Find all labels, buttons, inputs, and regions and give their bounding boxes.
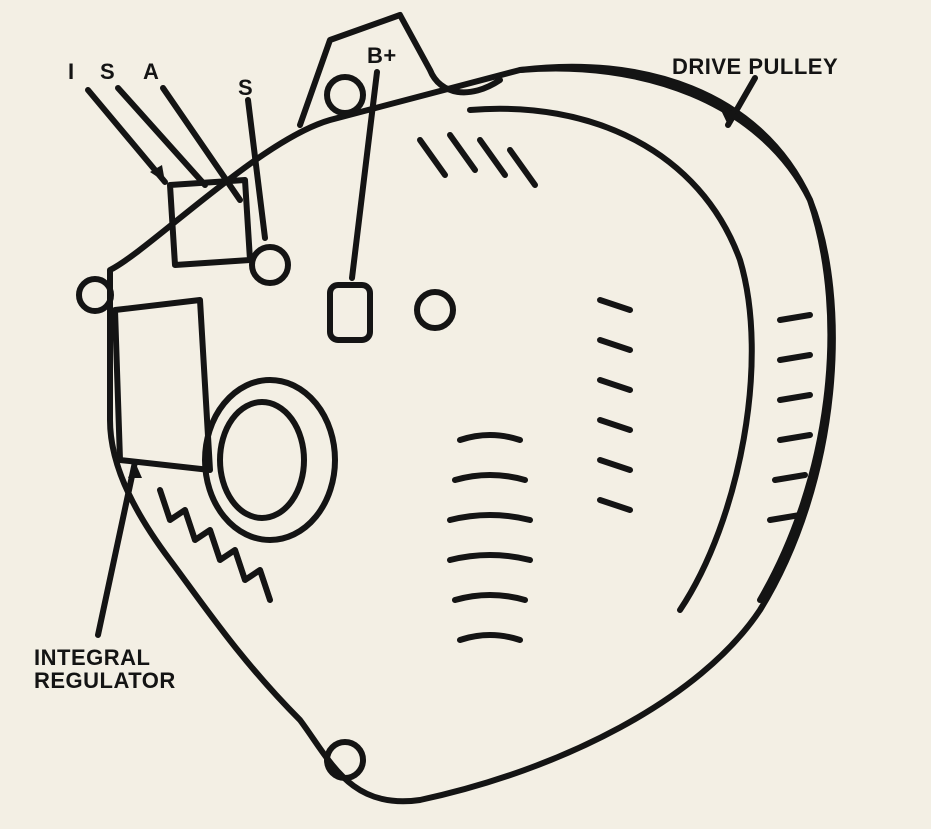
label-terminal-a: A [143, 59, 160, 84]
label-integral-regulator: INTEGRAL REGULATOR [34, 646, 176, 692]
label-terminal-i: I [68, 59, 75, 84]
label-integral-regulator-line2: REGULATOR [34, 668, 176, 694]
label-integral-regulator-line1: INTEGRAL [34, 645, 151, 670]
label-terminal-s: S [100, 59, 116, 84]
label-terminal-bplus: B+ [367, 43, 397, 68]
label-terminal-s2: S [238, 75, 254, 100]
label-drive-pulley: DRIVE PULLEY [672, 54, 839, 79]
